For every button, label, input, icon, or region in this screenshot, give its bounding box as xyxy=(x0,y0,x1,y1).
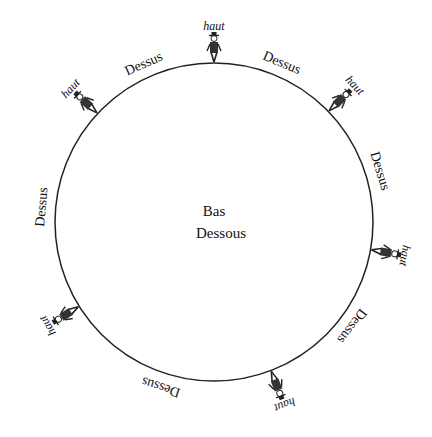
surface-label: Dessus xyxy=(122,49,165,80)
surface-label: Dessus xyxy=(366,150,393,193)
up-label: haut xyxy=(203,19,224,34)
circle-outline xyxy=(54,62,374,382)
up-label: haut xyxy=(396,244,414,268)
center-label: Bas xyxy=(203,200,226,223)
surface-label: Dessus xyxy=(32,186,51,227)
surface-label: Dessus xyxy=(260,48,303,78)
surface-label: Dessus xyxy=(334,305,371,346)
center-label: Dessous xyxy=(196,222,246,245)
up-label: haut xyxy=(272,394,297,416)
globe-circle: BasDessous xyxy=(54,62,374,382)
